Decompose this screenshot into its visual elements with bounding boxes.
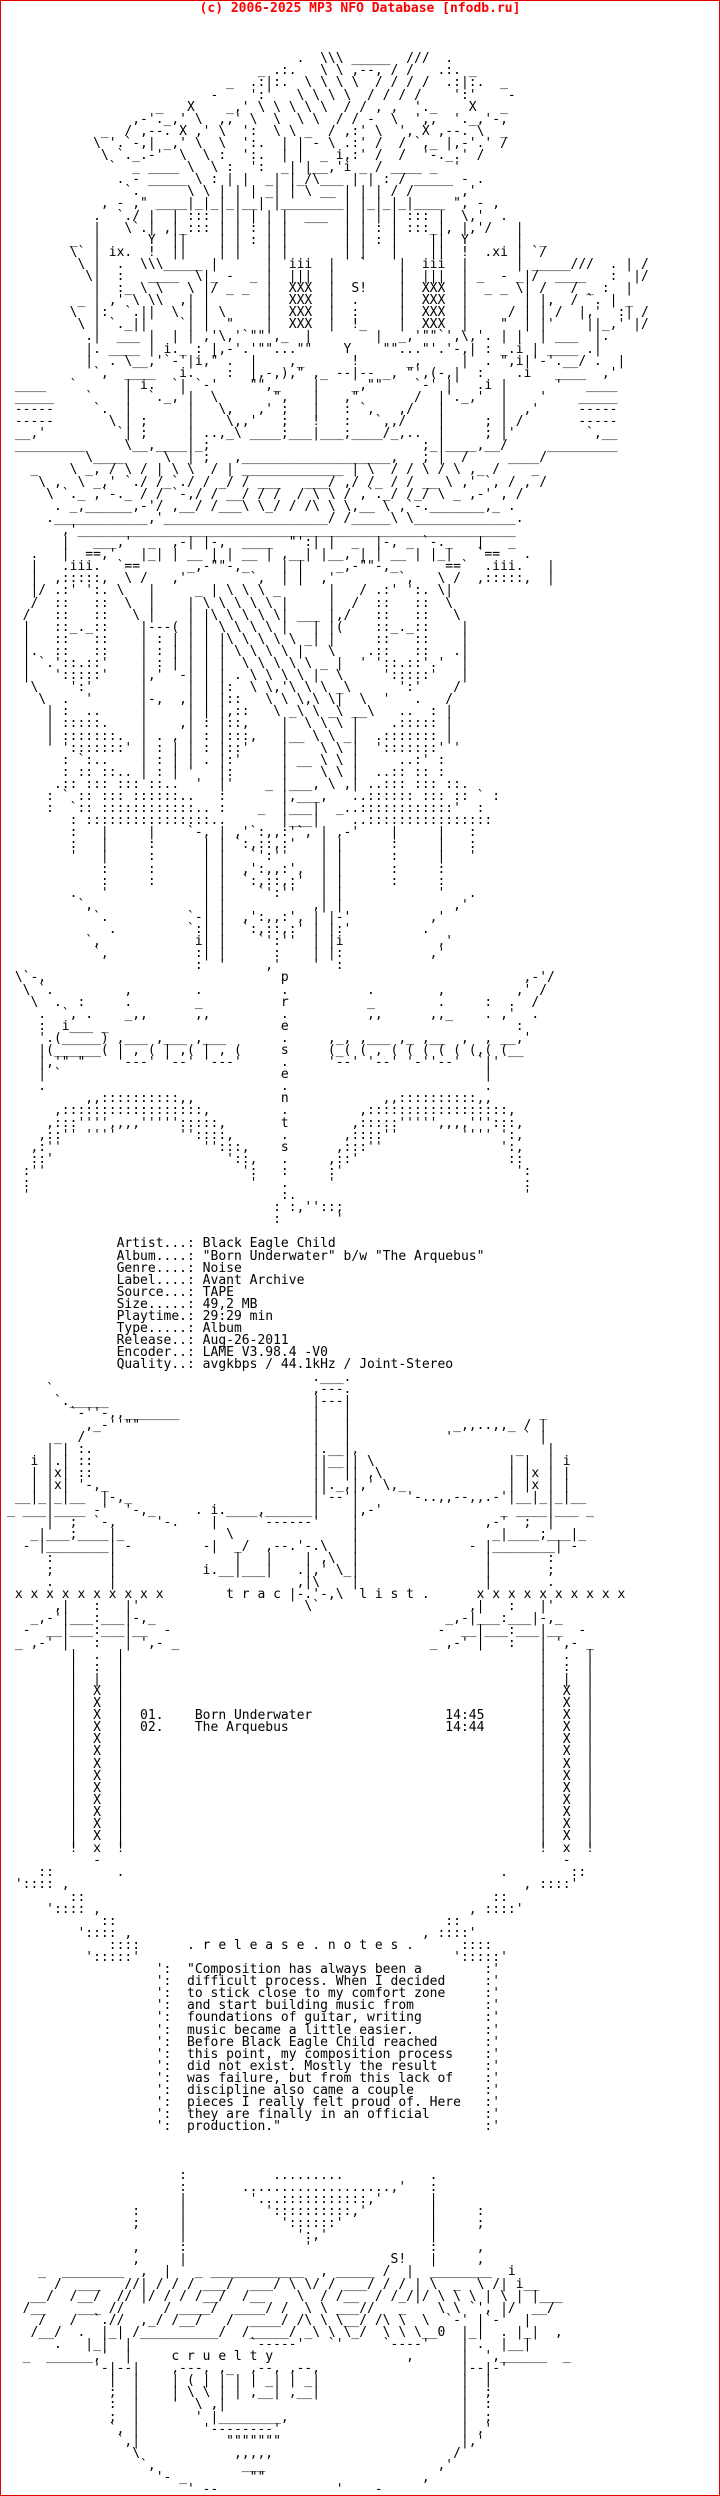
nfo-ascii-art: . \\\ _____ /// . _ .:. \ \ ,--, / / .:.… [7,51,649,2496]
copyright-header: (c) 2006-2025 MP3 NFO Database [nfodb.ru… [199,1,521,16]
